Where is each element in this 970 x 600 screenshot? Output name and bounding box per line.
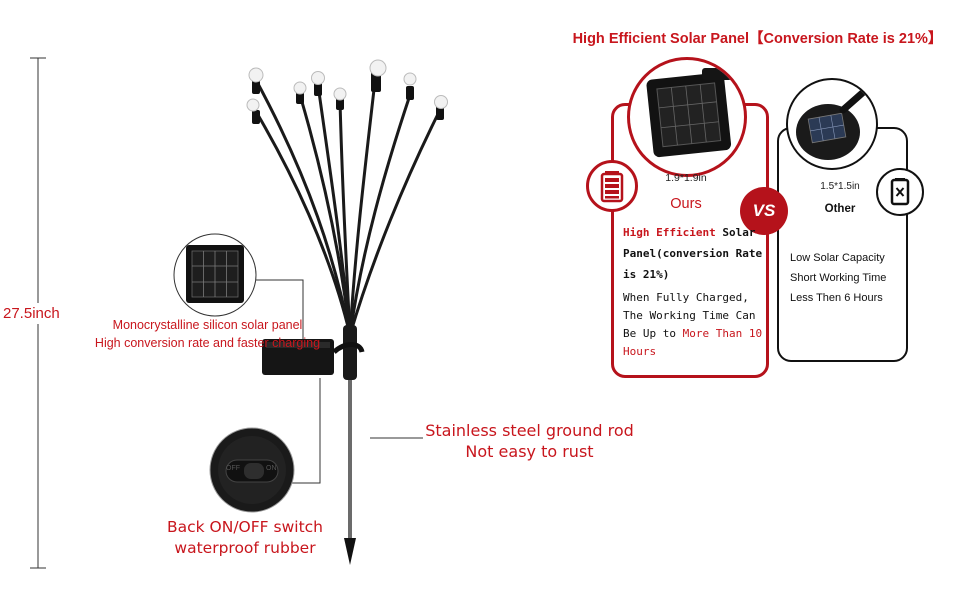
panel-callout-line1: Monocrystalline silicon solar panel [112, 318, 303, 332]
comparison-title: High Efficient Solar Panel【Conversion Ra… [572, 31, 943, 47]
attached-solar-panel [262, 339, 365, 375]
switch-callout: Back ON/OFF switch waterproof rubber [150, 517, 340, 559]
other-label: Other [824, 203, 856, 215]
battery-empty-icon [876, 168, 924, 216]
switch-callout-line2: waterproof rubber [174, 539, 316, 557]
other-panel-photo [786, 78, 878, 170]
ours-efficiency-highlight: High Efficient [623, 226, 716, 239]
ours-efficiency-rest: Solar Panel(conversion Rate is 21%) [623, 226, 763, 281]
ours-working-time-text: When Fully Charged, The Working Time Can… [623, 289, 763, 361]
rod-callout-line2: Not easy to rust [465, 442, 594, 461]
switch-zoom [209, 427, 295, 513]
other-size-label: 1.5*1.5in [820, 181, 860, 192]
ground-rod-callout: Stainless steel ground rod Not easy to r… [422, 420, 637, 462]
battery-full-icon [586, 160, 638, 212]
ours-working-time-highlight: More Than 10 Hours [623, 327, 763, 358]
rod-callout-line1: Stainless steel ground rod [425, 421, 634, 440]
ours-label: Ours [670, 196, 702, 212]
switch-off-label: OFF [226, 465, 240, 472]
other-desc-line: Low Solar Capacity [790, 252, 885, 264]
other-description: Low Solar Capacity Short Working Time Le… [790, 248, 905, 308]
height-label: 27.5inch [3, 303, 60, 324]
ours-efficiency-text: High Efficient Solar Panel(conversion Ra… [623, 222, 763, 285]
ours-size-label: 1.9*1.9in [665, 172, 707, 184]
ours-working-time: When Fully Charged, The Working Time Can… [623, 291, 756, 340]
vs-badge: VS [740, 187, 788, 235]
solar-panel-callout: Monocrystalline silicon solar panel High… [75, 316, 340, 352]
other-desc-line: Less Then 6 Hours [790, 292, 883, 304]
light-stems [254, 70, 442, 337]
solar-panel-zoom [173, 233, 257, 317]
panel-callout-line2: High conversion rate and faster charging [94, 336, 321, 350]
switch-callout-line1: Back ON/OFF switch [166, 518, 323, 536]
other-desc-line: Short Working Time [790, 272, 887, 284]
ours-panel-photo [627, 57, 747, 177]
switch-on-label: ON [266, 465, 277, 472]
bulbs [246, 59, 448, 112]
